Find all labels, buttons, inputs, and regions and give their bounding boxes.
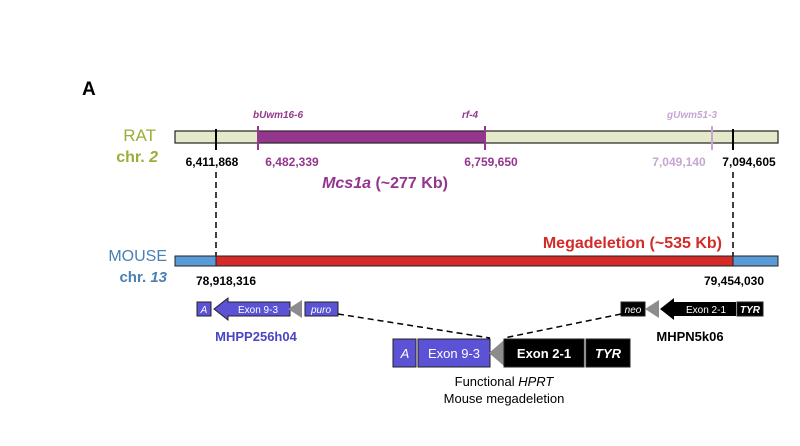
combined-tyr-box <box>585 338 631 368</box>
left-construct-gray-arrow <box>288 300 302 318</box>
mouse-chr-prefix: chr. <box>119 269 150 286</box>
mouse-label: MOUSE <box>108 248 167 265</box>
rat-chr-number: 2 <box>148 149 158 166</box>
recombination-left-dashed-line <box>337 313 491 339</box>
marker3-position: 7,049,140 <box>652 155 706 169</box>
mouse-chromosome-bar-right <box>732 255 779 267</box>
mouse-chromosome-label: chr. 13 <box>119 269 167 286</box>
right-construct-neo-label: neo <box>625 305 642 316</box>
left-clone-name: MHPP256h04 <box>215 329 297 344</box>
combined-caption-line2: Mouse megadeletion <box>444 391 565 406</box>
right-clone-name: MHPN5k06 <box>656 329 723 344</box>
combined-exon21-label: Exon 2-1 <box>517 346 571 361</box>
right-construct-gray-arrow <box>645 300 659 318</box>
mouse-right-coordinate: 79,454,030 <box>704 274 764 288</box>
right-construct-tyr-box <box>736 301 764 317</box>
combined-caption-prefix: Functional <box>455 374 519 389</box>
rat-left-end-position: 6,411,868 <box>186 155 239 169</box>
combined-caption-hprt: HPRT <box>518 374 554 389</box>
rat-right-end-position: 7,094,605 <box>722 155 776 169</box>
mcs1a-region-bar <box>257 130 486 144</box>
combined-gray-arrow <box>489 340 504 366</box>
marker-rf-4: rf-4 <box>462 110 479 121</box>
mcs1a-end-position: 6,759,650 <box>464 155 518 169</box>
combined-caption-line1: Functional HPRT <box>455 374 555 389</box>
mouse-left-coordinate: 78,918,316 <box>196 274 256 288</box>
mcs1a-label: Mcs1a (~277 Kb) <box>322 175 448 192</box>
combined-exon93-box <box>417 338 491 368</box>
rat-label: RAT <box>123 126 156 145</box>
right-construct-exon-label: Exon 2-1 <box>686 305 726 316</box>
rat-chr-prefix: chr. <box>116 149 149 166</box>
combined-a-box <box>392 338 417 368</box>
left-construct-a-box <box>196 301 212 317</box>
right-construct-exon-arrow <box>660 298 736 320</box>
mcs1a-size: (~277 Kb) <box>371 175 448 192</box>
combined-tyr-label: TYR <box>595 346 622 361</box>
mcs1a-start-position: 6,482,339 <box>265 155 319 169</box>
left-construct-exon-label: Exon 9-3 <box>238 305 278 316</box>
combined-exon93-label: Exon 9-3 <box>428 346 480 361</box>
rat-chromosome-label: chr. 2 <box>116 149 158 166</box>
megadeletion-label: Megadeletion (~535 Kb) <box>543 235 722 252</box>
megadeletion-bar <box>215 255 734 267</box>
marker-gUwm51-3: gUwm51-3 <box>666 110 717 121</box>
mouse-chromosome-bar-left <box>174 255 217 267</box>
mcs1a-name: Mcs1a <box>322 175 371 192</box>
marker-bUwm16-6: bUwm16-6 <box>253 110 303 121</box>
left-construct-puro-label: puro <box>310 305 331 316</box>
combined-a-label: A <box>400 346 410 361</box>
panel-label: A <box>82 79 96 100</box>
left-construct-puro-box <box>304 301 339 317</box>
left-construct-a-label: A <box>200 305 208 316</box>
combined-exon21-box <box>503 338 585 368</box>
right-construct-tyr-label: TYR <box>740 305 761 316</box>
mouse-chr-number: 13 <box>150 269 167 286</box>
recombination-right-dashed-line <box>503 313 622 339</box>
